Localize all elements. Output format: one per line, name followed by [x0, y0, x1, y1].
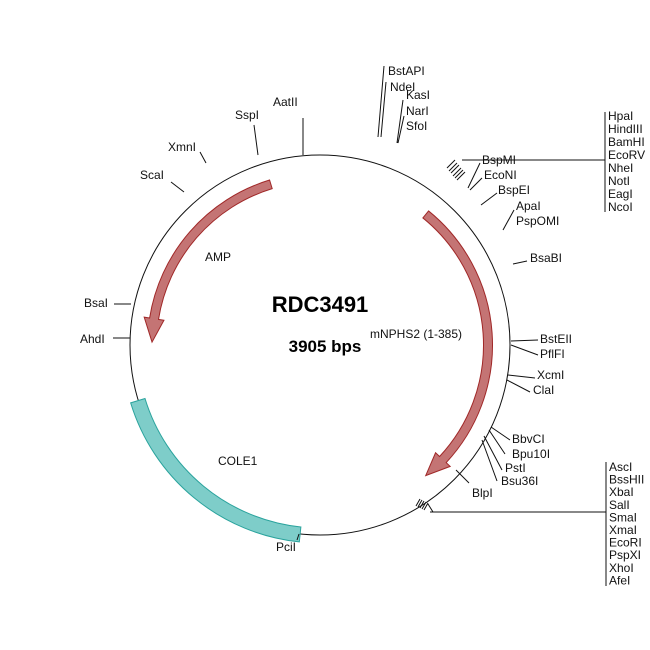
site-label: ApaI: [516, 199, 541, 213]
site-label: XcmI: [537, 368, 564, 382]
site-label: PciI: [276, 540, 296, 554]
site-label: NarI: [406, 104, 429, 118]
site-label: SmaI: [609, 510, 637, 524]
site-label: BspEI: [498, 183, 530, 197]
site-label: BstEII: [540, 332, 572, 346]
site-label: XbaI: [609, 485, 634, 499]
site-label: Bsu36I: [501, 474, 538, 488]
cole1-feature: [130, 397, 302, 543]
site-label: BsaI: [84, 296, 108, 310]
site-label: BspMI: [482, 153, 516, 167]
site-label: HindIII: [608, 122, 643, 136]
site-label: BamHI: [608, 135, 645, 149]
site-label: PspXI: [609, 548, 641, 562]
site-label: ScaI: [140, 168, 164, 182]
site-label: SfoI: [406, 119, 427, 133]
site-label: NotI: [608, 174, 630, 188]
site-label: BlpI: [472, 486, 493, 500]
site-label: EcoNI: [484, 168, 517, 182]
insert-arrow: [422, 210, 493, 477]
site-label: PflFI: [540, 347, 565, 361]
site-label: AatII: [273, 95, 298, 109]
plasmid-size: 3905 bps: [289, 337, 362, 356]
site-label: XhoI: [609, 561, 634, 575]
site-label: BstAPI: [388, 64, 425, 78]
site-label: BsaBI: [530, 251, 562, 265]
site-label: Bpu10I: [512, 447, 550, 461]
plasmid-name: RDC3491: [272, 292, 369, 317]
site-label: PspOMI: [516, 214, 559, 228]
site-label: SspI: [235, 108, 259, 122]
site-label: HpaI: [608, 109, 633, 123]
site-label: NheI: [608, 161, 633, 175]
cole1-label: COLE1: [218, 454, 258, 468]
site-label: PstI: [505, 461, 526, 475]
site-label: BssHII: [609, 473, 644, 487]
amp-arrow: [143, 179, 273, 344]
site-label: XmaI: [609, 523, 637, 537]
site-label: EagI: [608, 187, 633, 201]
site-label: EcoRI: [609, 536, 642, 550]
site-label: KasI: [406, 88, 430, 102]
site-label: XmnI: [168, 140, 196, 154]
site-label: NdeI: [390, 80, 415, 94]
amp-label: AMP: [205, 250, 231, 264]
site-label: AfeI: [609, 573, 630, 587]
site-label: AhdI: [80, 332, 105, 346]
site-ticks: [113, 65, 607, 586]
backbone-circle: [129, 154, 511, 536]
site-label: EcoRV: [608, 148, 645, 162]
site-label: SalI: [609, 498, 630, 512]
site-label: AscI: [609, 460, 632, 474]
site-label: BbvCI: [512, 432, 545, 446]
insert-label: mNPHS2 (1-385): [370, 327, 462, 341]
site-label: ClaI: [533, 383, 554, 397]
site-label: NcoI: [608, 200, 633, 214]
